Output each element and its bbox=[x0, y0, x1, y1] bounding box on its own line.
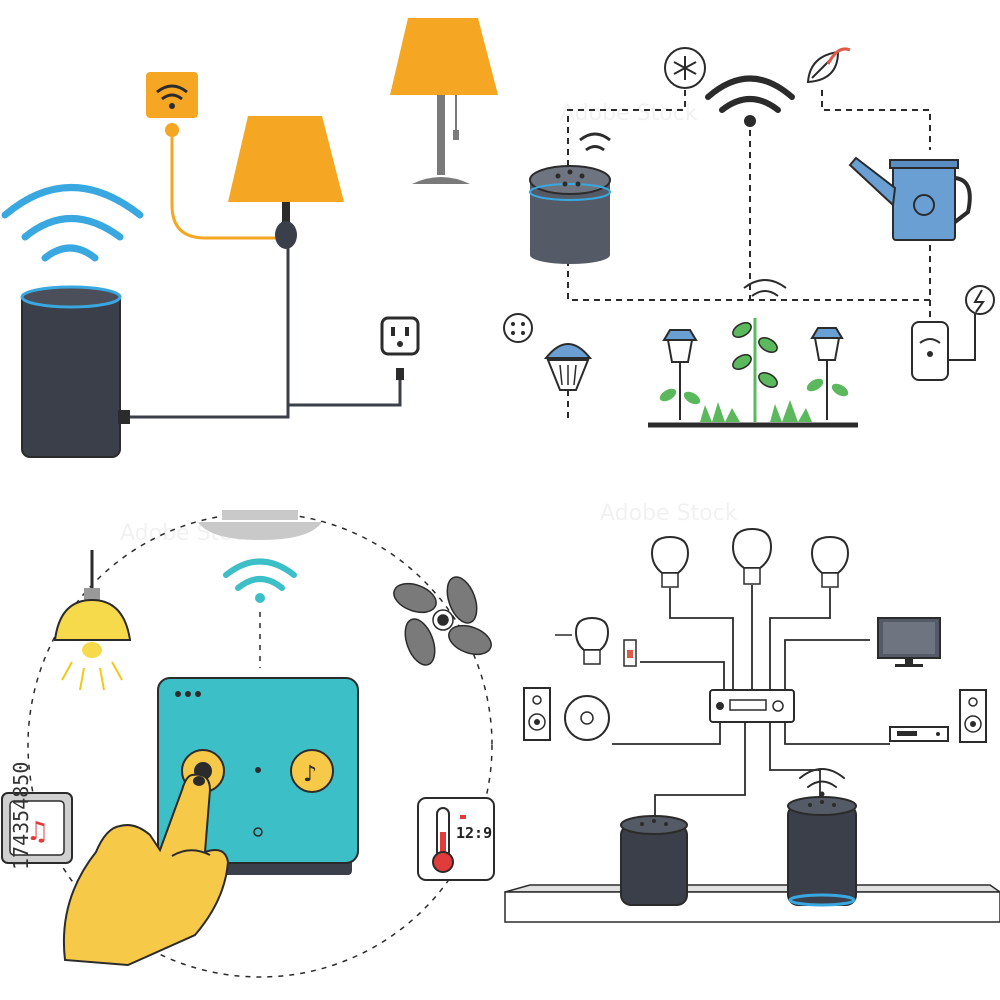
music-note-icon: ♪ bbox=[303, 762, 317, 787]
smart-speaker-round bbox=[529, 132, 611, 264]
bulb-icon-4 bbox=[555, 616, 610, 665]
wifi-plug-icon bbox=[146, 72, 280, 240]
speaker-lamp-scene bbox=[1, 18, 498, 458]
leaf-icon bbox=[806, 47, 851, 84]
smart-speaker-small bbox=[620, 815, 688, 906]
ceiling-light-icon bbox=[198, 510, 322, 540]
pendant-lamp-icon bbox=[53, 550, 132, 691]
av-network-scene bbox=[504, 527, 1000, 923]
garden-scene bbox=[503, 47, 995, 428]
wifi-icon bbox=[223, 558, 297, 603]
smart-speaker-tall bbox=[20, 285, 130, 458]
thermostat-time: 12:9 bbox=[456, 824, 492, 842]
wall-outlet-icon bbox=[380, 316, 420, 380]
switch-icon bbox=[623, 639, 637, 667]
set-top-box-icon bbox=[889, 726, 949, 742]
garden-light-right bbox=[806, 327, 849, 420]
disc-icon bbox=[564, 695, 610, 741]
watermark-text-3: Adobe Stock bbox=[600, 501, 738, 526]
music-button[interactable]: ♪ bbox=[290, 749, 334, 793]
loudspeaker-right-icon bbox=[959, 689, 987, 743]
garden-sensor-icon bbox=[911, 285, 995, 381]
stock-id: 174354850 bbox=[9, 762, 33, 870]
bulb-icon-1 bbox=[650, 535, 690, 588]
table-lamp-icon bbox=[390, 18, 498, 184]
music-tablet-icon: ♫ bbox=[1, 792, 73, 864]
wifi-icon bbox=[1, 184, 144, 262]
garden-plants bbox=[648, 279, 858, 428]
wall-lamp-icon bbox=[228, 116, 344, 249]
sprinkler-icon bbox=[503, 313, 593, 391]
wifi-hub-icon bbox=[705, 75, 795, 127]
watering-can-icon bbox=[848, 156, 972, 241]
wifi-icon bbox=[799, 768, 845, 797]
loudspeaker-left-icon bbox=[523, 687, 551, 741]
av-receiver-icon bbox=[709, 689, 795, 723]
thermostat-icon: 12:9 bbox=[417, 797, 495, 881]
bulb-icon-3 bbox=[810, 535, 850, 588]
watermark: Adobe Stock Adobe Stock Adobe Stock bbox=[120, 101, 738, 546]
hand-pointer-icon bbox=[62, 773, 230, 967]
fan-icon bbox=[393, 576, 492, 666]
smart-speaker-large bbox=[787, 796, 857, 907]
shelf bbox=[504, 884, 1000, 923]
hub-touch-scene: ♪ ♫ 12:9 174354850 bbox=[1, 510, 495, 978]
garden-light-left bbox=[659, 329, 701, 420]
watermark-text-1: Adobe Stock bbox=[560, 101, 698, 126]
bulb-icon-2 bbox=[731, 527, 773, 585]
music-note-icon: ♫ bbox=[26, 817, 49, 847]
tv-icon bbox=[877, 617, 941, 667]
snowflake-icon bbox=[664, 47, 706, 89]
